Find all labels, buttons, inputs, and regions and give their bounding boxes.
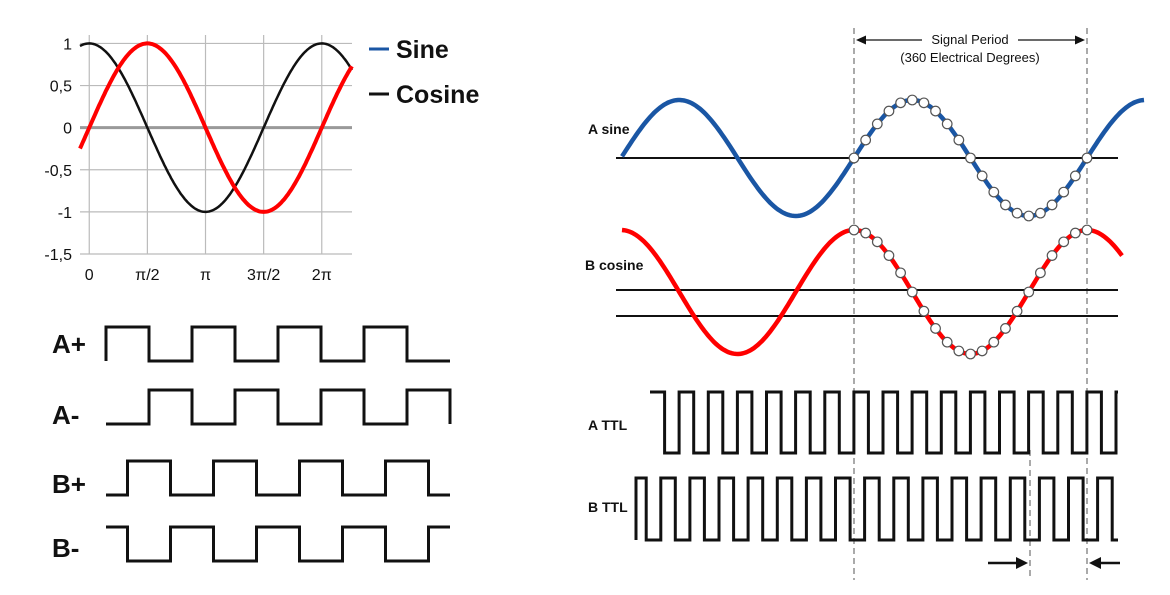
square-wave-A+ bbox=[104, 325, 450, 363]
channel-label-b-plus: B+ bbox=[52, 469, 86, 499]
sine-cosine-chart: 1 0,5 0 -0,5 -1 -1,5 0 π/2 π 3π/2 2π Sine Cosine bbox=[44, 35, 479, 284]
y-tick-labels: 1 0,5 0 -0,5 -1 -1,5 bbox=[44, 36, 72, 264]
signal-label-b-cosine: B cosine bbox=[585, 257, 644, 273]
x-tick-label: 0 bbox=[85, 267, 94, 284]
x-tick-label: π/2 bbox=[135, 267, 159, 284]
b-sample-point bbox=[906, 286, 918, 298]
b-sample-point bbox=[895, 267, 906, 279]
legend-label-sine: Sine bbox=[396, 36, 449, 64]
square-wave-A- bbox=[106, 388, 452, 426]
signal-label-b-ttl: B TTL bbox=[588, 499, 628, 515]
b-sample-point bbox=[1046, 250, 1058, 261]
b-sample-point bbox=[976, 345, 988, 357]
a-sample-point bbox=[1034, 207, 1046, 219]
a-sample-point bbox=[918, 97, 930, 109]
y-tick-label: -0,5 bbox=[44, 163, 72, 180]
b-sample-point bbox=[871, 236, 883, 248]
b-sample-point bbox=[860, 227, 872, 239]
b-ttl-pulse bbox=[634, 476, 1118, 542]
b-sample-point bbox=[930, 323, 941, 334]
b-sample-point bbox=[1034, 267, 1046, 279]
chart-grid bbox=[80, 35, 352, 255]
a-sample-point bbox=[848, 152, 860, 164]
square-wave-B- bbox=[106, 525, 450, 563]
channel-label-a-minus: A- bbox=[52, 400, 79, 430]
b-sample-point bbox=[1000, 323, 1011, 334]
b-sample-point bbox=[953, 345, 965, 357]
b-sample-point bbox=[1023, 286, 1035, 298]
b-sample-point bbox=[848, 224, 860, 236]
a-sample-point bbox=[1081, 152, 1093, 164]
a-sample-point bbox=[1011, 207, 1023, 219]
period-arrow bbox=[856, 35, 1085, 45]
sine-curve bbox=[78, 41, 354, 214]
a-sample-point bbox=[1023, 210, 1035, 222]
b-sample-point bbox=[1011, 305, 1023, 317]
y-tick-label: 1 bbox=[63, 36, 72, 53]
a-sample-point bbox=[976, 170, 988, 182]
a-sample-point bbox=[953, 134, 965, 146]
x-tick-label: π bbox=[200, 267, 211, 284]
b-sample-point bbox=[883, 250, 895, 261]
a-sample-point bbox=[906, 94, 918, 106]
signal-label-a-ttl: A TTL bbox=[588, 417, 628, 433]
b-sample-point bbox=[1069, 227, 1081, 239]
a-sample-point bbox=[1058, 186, 1070, 198]
chart-legend: Sine Cosine bbox=[369, 36, 479, 109]
a-sample-point bbox=[965, 152, 976, 164]
phase-arrows bbox=[988, 557, 1120, 569]
b-sample-point bbox=[965, 348, 976, 360]
a-sample-point bbox=[1069, 170, 1081, 182]
channel-label-a-plus: A+ bbox=[52, 329, 86, 359]
b-sample-point bbox=[988, 336, 1000, 348]
b-sample-point bbox=[1081, 224, 1093, 236]
legend-label-cosine: Cosine bbox=[396, 81, 479, 109]
a-sample-point bbox=[860, 134, 872, 146]
period-label: Signal Period bbox=[931, 32, 1008, 47]
a-sample-point bbox=[895, 97, 906, 109]
b-sample-point bbox=[918, 305, 930, 317]
encoder-signal-diagram: Signal Period (360 Electrical Degrees) A… bbox=[585, 28, 1145, 580]
y-tick-label: -1 bbox=[58, 205, 72, 222]
y-tick-label: -1,5 bbox=[44, 247, 72, 264]
period-sublabel: (360 Electrical Degrees) bbox=[900, 50, 1039, 65]
b-cosine-wave bbox=[621, 227, 1124, 357]
a-sample-point bbox=[1000, 199, 1011, 211]
a-sample-point bbox=[1046, 199, 1058, 211]
b-sample-point bbox=[1058, 236, 1070, 248]
y-tick-label: 0,5 bbox=[50, 79, 72, 96]
a-sample-point bbox=[930, 105, 941, 117]
square-wave-B+ bbox=[106, 459, 450, 497]
a-sample-point bbox=[883, 105, 895, 117]
b-sample-point bbox=[941, 336, 953, 348]
a-sample-point bbox=[941, 118, 953, 130]
y-tick-label: 0 bbox=[63, 121, 72, 138]
channel-label-b-minus: B- bbox=[52, 533, 79, 563]
a-ttl-pulse bbox=[650, 390, 1118, 455]
signal-label-a-sine: A sine bbox=[588, 121, 630, 137]
cosine-curve bbox=[79, 42, 354, 214]
x-tick-label: 3π/2 bbox=[247, 267, 280, 284]
chart-series bbox=[78, 41, 354, 214]
x-tick-labels: 0 π/2 π 3π/2 2π bbox=[85, 267, 332, 284]
a-sample-point bbox=[988, 186, 1000, 198]
a-sample-point bbox=[871, 118, 883, 130]
a-sine-wave bbox=[620, 97, 1145, 219]
square-wave-diagram: A+ A- B+ B- bbox=[52, 325, 452, 563]
x-tick-label: 2π bbox=[312, 267, 332, 284]
